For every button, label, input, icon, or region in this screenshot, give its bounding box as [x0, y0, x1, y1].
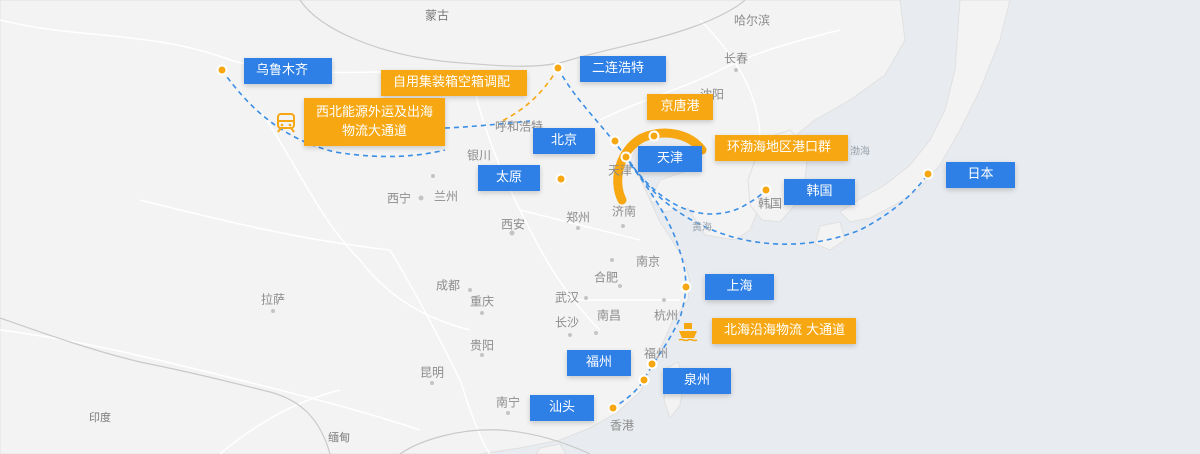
- country-mongolia: 蒙古: [424, 8, 450, 23]
- label-shanghai[interactable]: 上海: [705, 274, 774, 300]
- marker-fuzhou[interactable]: [646, 358, 658, 370]
- marker-japan[interactable]: [922, 168, 934, 180]
- marker-quanzhou[interactable]: [638, 374, 650, 386]
- train-icon: [275, 112, 297, 134]
- marker-erenhot[interactable]: [552, 62, 564, 74]
- marker-tianjin[interactable]: [620, 151, 632, 163]
- route-coastal-south: [609, 163, 687, 411]
- label-taiyuan[interactable]: 太原: [478, 165, 540, 191]
- route-urumqi-corridor: [221, 69, 446, 158]
- route-tianjin-japan: [629, 161, 929, 245]
- marker-beijing[interactable]: [609, 135, 621, 147]
- marker-jingtang[interactable]: [648, 130, 660, 142]
- city-chengdu: 成都: [435, 278, 461, 293]
- japan-islands: [839, 0, 1011, 223]
- city-hefei: 合肥: [593, 270, 619, 285]
- city-dots: [271, 68, 772, 415]
- city-hongkong: 香港: [609, 418, 635, 433]
- marker-shantou[interactable]: [607, 402, 619, 414]
- marker-taiyuan[interactable]: [555, 173, 567, 185]
- city-kunming: 昆明: [419, 365, 445, 380]
- label-shantou[interactable]: 汕头: [530, 395, 594, 421]
- label-bohai-ports[interactable]: 环渤海地区港口群: [715, 135, 848, 161]
- country-borders: [0, 0, 746, 454]
- label-empty-container[interactable]: 自用集装箱空箱调配: [381, 70, 527, 96]
- label-fuzhou[interactable]: 福州: [567, 350, 631, 376]
- label-northwest-corridor[interactable]: 西北能源外运及出海物流大通道: [304, 98, 445, 146]
- sea-yellow: 黄海: [692, 222, 712, 234]
- city-hohhot: 呼和浩特: [494, 119, 544, 134]
- city-fuzhou-base: 福州: [643, 346, 669, 361]
- hainan-island: [535, 443, 567, 454]
- city-harbin: 哈尔滨: [733, 13, 771, 28]
- kyushu-island: [814, 221, 846, 251]
- country-myanmar: 缅甸: [328, 431, 350, 444]
- city-yinchuan: 银川: [466, 148, 492, 163]
- marker-urumqi[interactable]: [216, 64, 228, 76]
- city-lanzhou: 兰州: [433, 189, 459, 204]
- marker-shanghai[interactable]: [680, 281, 692, 293]
- city-xining: 西宁: [386, 191, 412, 206]
- city-guiyang: 贵阳: [469, 338, 495, 353]
- label-korea[interactable]: 韩国: [784, 179, 855, 205]
- city-xian: 西安: [500, 217, 526, 232]
- route-erenhot-beijing: [557, 67, 627, 158]
- bohai-ports-arc: [613, 128, 707, 205]
- label-japan[interactable]: 日本: [946, 162, 1015, 188]
- city-changchun: 长春: [723, 51, 749, 66]
- city-zhengzhou: 郑州: [565, 210, 591, 225]
- label-beijing[interactable]: 北京: [533, 128, 595, 154]
- route-tianjin-korea: [627, 159, 767, 215]
- marker-korea[interactable]: [760, 184, 772, 196]
- label-jingtang-port[interactable]: 京唐港: [647, 94, 713, 120]
- city-hangzhou: 杭州: [653, 308, 679, 323]
- city-seoul: 韩国: [757, 196, 783, 211]
- city-tianjin-base: 天津: [607, 163, 633, 178]
- label-erenhot[interactable]: 二连浩特: [580, 56, 666, 82]
- city-nanjing: 南京: [635, 254, 661, 269]
- city-jinan: 济南: [611, 204, 637, 219]
- label-urumqi[interactable]: 乌鲁木齐: [244, 58, 332, 84]
- label-tianjin[interactable]: 天津: [638, 146, 702, 172]
- route-corridor-hohhot: [444, 120, 531, 129]
- city-nanchang: 南昌: [596, 308, 622, 323]
- route-empty-container: [499, 67, 559, 123]
- city-wuhan: 武汉: [554, 290, 580, 305]
- country-india: 印度: [89, 411, 111, 424]
- label-north-sea-corridor[interactable]: 北海沿海物流 大通道: [712, 318, 856, 344]
- ship-icon: [677, 320, 699, 342]
- label-quanzhou[interactable]: 泉州: [663, 368, 731, 394]
- city-nanning: 南宁: [495, 395, 521, 410]
- city-changsha: 长沙: [554, 315, 580, 330]
- city-lhasa: 拉萨: [260, 292, 286, 307]
- sea-bohai: 渤海: [850, 146, 870, 158]
- city-chongqing: 重庆: [469, 294, 495, 309]
